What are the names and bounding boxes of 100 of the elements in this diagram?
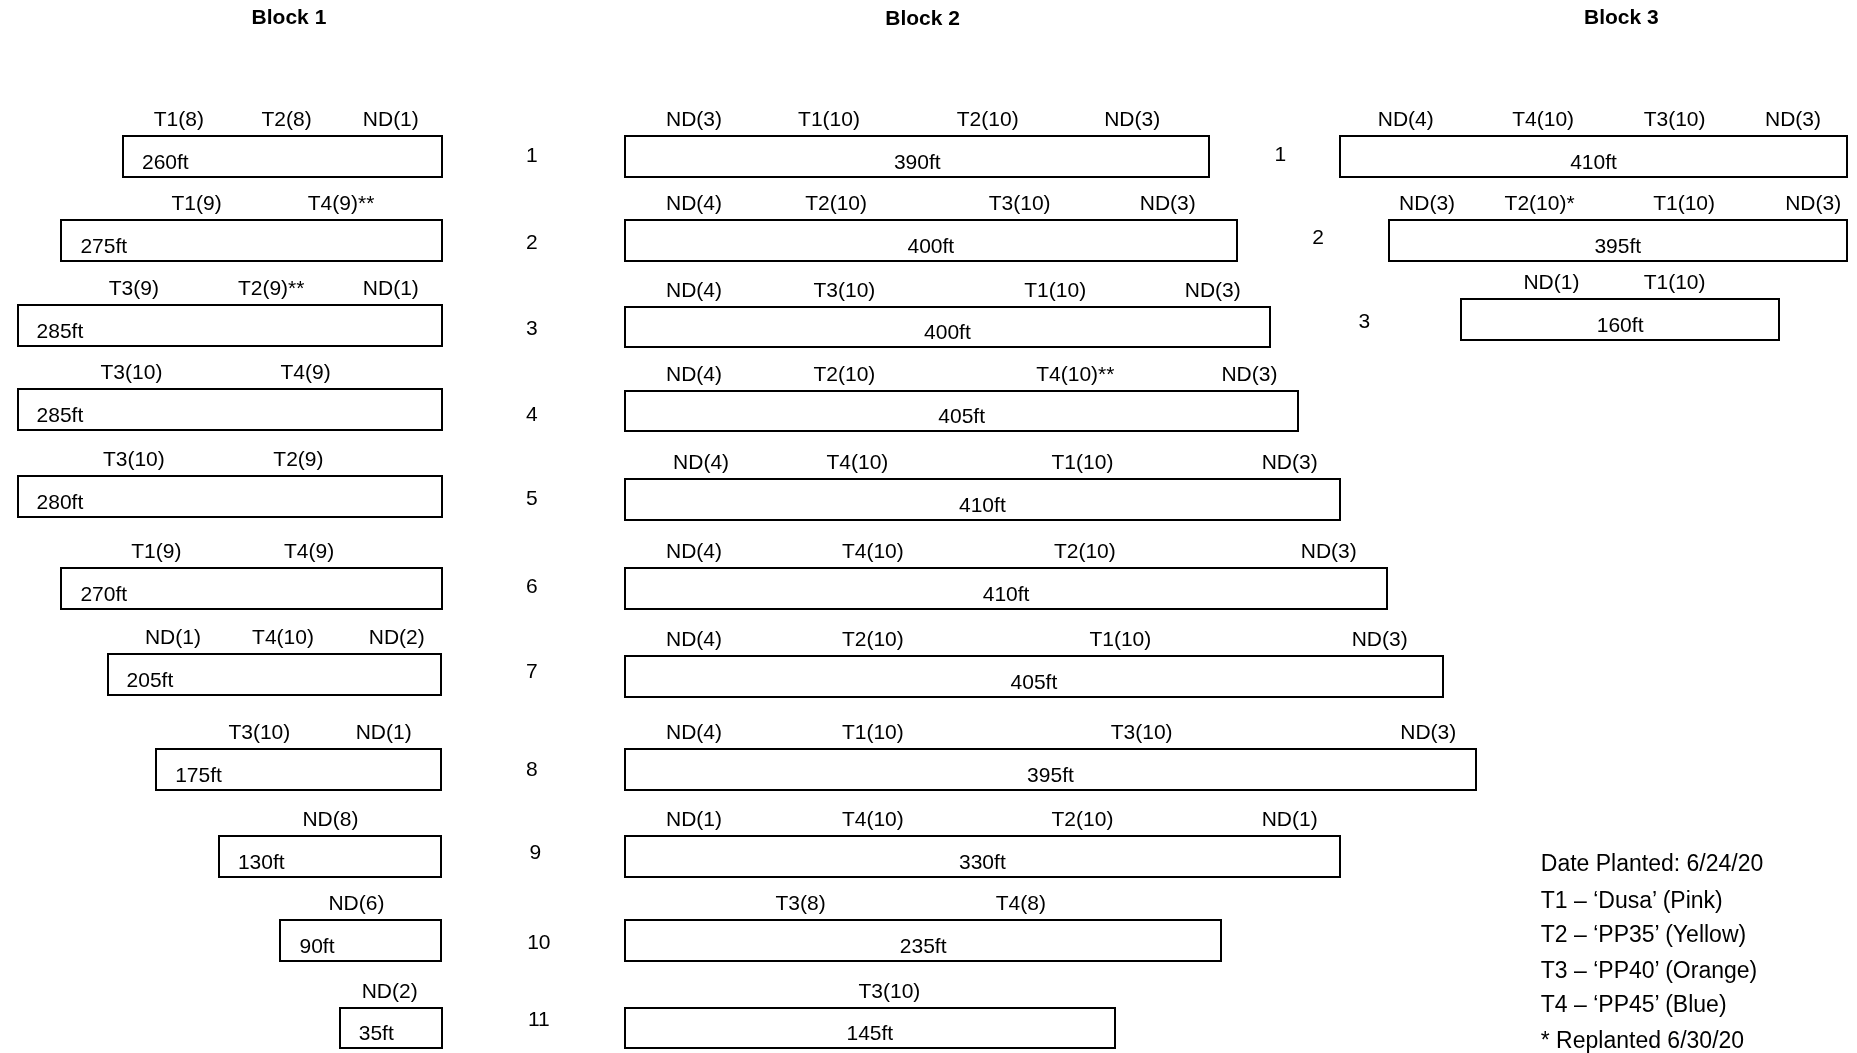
legend-note: T3 – ‘PP40’ (Orange) <box>1540 955 1758 984</box>
planting-label: T3(10) <box>1643 107 1706 131</box>
planting-label: T1(10) <box>1653 191 1715 216</box>
planting-label: ND(4) <box>666 361 722 386</box>
planting-label: T4(10)** <box>1036 361 1115 386</box>
planting-label: ND(1) <box>144 624 201 649</box>
block-title: Block 2 <box>885 5 960 30</box>
row-length-label: 205ft <box>126 668 174 693</box>
row-length-label: 235ft <box>899 933 947 958</box>
planting-label: ND(4) <box>666 191 722 216</box>
row-number: 1 <box>1274 142 1287 167</box>
planting-label: ND(3) <box>1785 191 1842 216</box>
row-length-label: 395ft <box>1027 763 1074 788</box>
row-length-label: 330ft <box>959 849 1006 874</box>
planting-label: T2(10) <box>813 361 876 386</box>
planting-label: T3(10) <box>858 978 921 1003</box>
planting-label: ND(1) <box>1261 806 1318 831</box>
planting-label: T4(9) <box>284 539 335 564</box>
planting-label: T4(8) <box>995 891 1046 915</box>
legend-note: T1 – ‘Dusa’ (Pink) <box>1540 885 1723 914</box>
row-length-label: 145ft <box>846 1021 894 1046</box>
planting-label: ND(3) <box>1104 107 1161 131</box>
planting-label: T4(10) <box>841 539 904 564</box>
planting-label: T4(10) <box>1512 107 1575 131</box>
row-number: 4 <box>525 401 538 426</box>
planting-label: T1(10) <box>1089 626 1152 651</box>
row-length-label: 405ft <box>938 404 985 429</box>
planting-label: ND(8) <box>302 806 359 831</box>
planting-label: ND(1) <box>355 720 412 745</box>
row-number: 2 <box>1312 225 1324 250</box>
planting-label: T2(9) <box>273 446 324 471</box>
row-number: 1 <box>525 143 538 168</box>
planting-label: ND(4) <box>666 720 722 745</box>
row-length-label: 280ft <box>36 489 84 514</box>
row-length-label: 35ft <box>358 1021 394 1046</box>
planting-label: ND(4) <box>666 626 722 651</box>
planting-label: ND(4) <box>666 539 722 564</box>
row-number: 3 <box>1358 309 1371 334</box>
row-length-label: 405ft <box>1010 669 1058 694</box>
row-length-label: 400ft <box>924 320 971 345</box>
planting-label: ND(2) <box>368 624 425 649</box>
planting-label: T1(9) <box>171 191 222 216</box>
block-title: Block 3 <box>1583 4 1659 29</box>
legend-note: * Replanted 6/30/20 <box>1540 1025 1745 1053</box>
planting-label: ND(3) <box>666 107 722 131</box>
planting-label: ND(2) <box>361 978 418 1003</box>
planting-label: ND(1) <box>1523 270 1580 295</box>
planting-label: T1(9) <box>131 539 182 564</box>
legend-note: Date Planted: 6/24/20 <box>1540 849 1764 878</box>
planting-label: T4(9) <box>280 360 331 385</box>
planting-label: ND(1) <box>362 107 419 131</box>
planting-label: T1(10) <box>841 720 904 745</box>
planting-label: T1(10) <box>798 107 860 131</box>
planting-label: T2(10)* <box>1504 191 1575 216</box>
planting-label: T1(10) <box>1024 277 1087 302</box>
planting-label: T2(10) <box>956 107 1019 131</box>
row-length-label: 275ft <box>80 233 128 258</box>
planting-label: T4(9)** <box>307 191 375 216</box>
planting-label: T3(10) <box>1110 720 1173 745</box>
planting-label: T1(10) <box>1643 270 1706 295</box>
planting-label: T2(10) <box>805 191 868 216</box>
row-length-label: 90ft <box>299 933 335 958</box>
row-length-label: 410ft <box>1570 149 1617 174</box>
row-number: 2 <box>525 229 538 254</box>
planting-label: T4(10) <box>826 450 889 475</box>
planting-label: ND(3) <box>1400 720 1457 745</box>
planting-label: ND(6) <box>328 891 385 915</box>
legend-note: T4 – ‘PP45’ (Blue) <box>1540 990 1727 1019</box>
planting-label: T2(10) <box>1053 539 1116 564</box>
row-number: 10 <box>527 929 551 954</box>
block-title: Block 1 <box>251 4 327 29</box>
row-length-label: 410ft <box>982 581 1030 606</box>
planting-label: T3(8) <box>775 891 826 915</box>
planting-label: ND(4) <box>666 277 722 302</box>
planting-label: ND(3) <box>1221 361 1278 386</box>
planting-label: ND(1) <box>666 806 722 831</box>
planting-label: ND(3) <box>1184 277 1241 302</box>
planting-label: ND(3) <box>1261 450 1318 475</box>
row-number: 8 <box>525 756 538 781</box>
planting-label: T2(10) <box>841 626 904 651</box>
row-length-label: 175ft <box>175 763 222 788</box>
planting-label: ND(4) <box>1377 107 1434 131</box>
planting-label: T4(10) <box>841 806 904 831</box>
planting-label: T3(10) <box>100 360 163 385</box>
planting-label: T1(8) <box>153 107 204 131</box>
planting-label: T2(8) <box>261 107 312 131</box>
row-length-label: 410ft <box>959 493 1006 518</box>
row-number: 11 <box>527 1006 550 1031</box>
row-length-label: 270ft <box>80 581 128 606</box>
row-number: 7 <box>525 658 538 683</box>
row-length-label: 390ft <box>893 149 941 174</box>
row-number: 9 <box>529 839 542 864</box>
planting-label: ND(3) <box>1300 539 1357 564</box>
planting-label: T3(9) <box>108 276 159 301</box>
row-number: 5 <box>525 485 538 510</box>
planting-label: T2(9)** <box>237 276 305 301</box>
row-length-label: 395ft <box>1594 233 1642 258</box>
planting-label: T3(10) <box>988 191 1051 216</box>
planting-label: ND(3) <box>1139 191 1196 216</box>
row-length-label: 130ft <box>237 849 285 874</box>
